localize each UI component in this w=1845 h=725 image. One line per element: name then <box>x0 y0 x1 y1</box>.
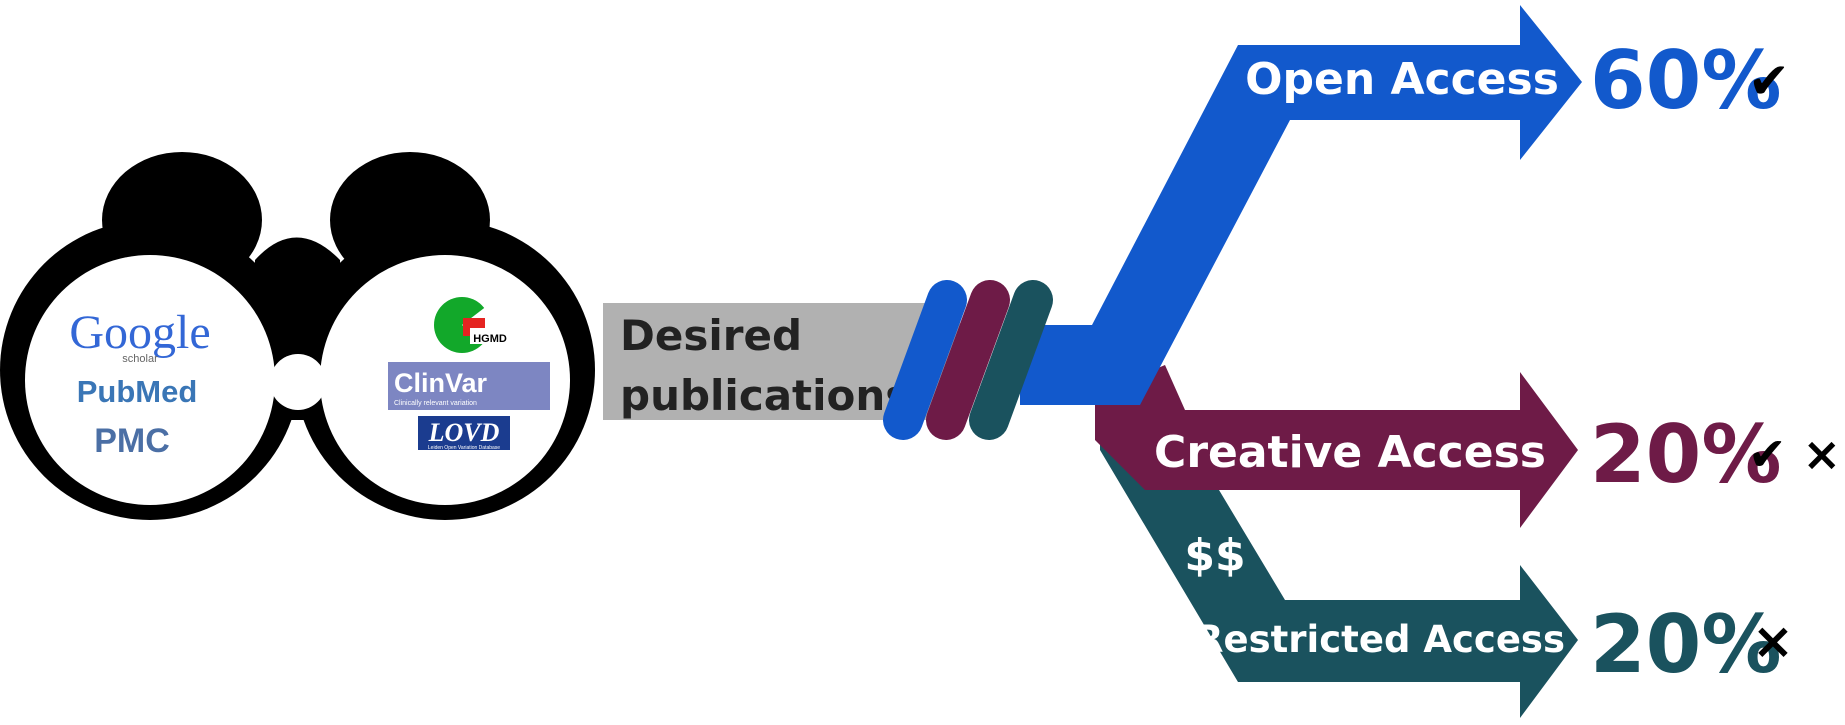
hgmd-logo-text: HGMD <box>473 333 507 345</box>
clinvar-logo: ClinVar Clinically relevant variation <box>388 362 550 410</box>
restricted-strand <box>969 280 1053 440</box>
lovd-logo-text: LOVD <box>428 418 500 447</box>
open-branch-arrow <box>1020 5 1582 405</box>
google-logo-text: Google <box>69 306 210 359</box>
clinvar-logo-text: ClinVar <box>394 368 488 398</box>
restricted-access-marks: × <box>1752 612 1794 670</box>
google-scholar-subtext: scholar <box>122 353 158 365</box>
open-access-percent: 60% <box>1590 34 1781 127</box>
open-access-marks: ✔ <box>1748 52 1790 110</box>
hgmd-logo: HGMD <box>434 297 512 353</box>
desired-line1: Desired <box>620 311 802 360</box>
cost-label: $$ <box>1184 530 1245 581</box>
open-strand <box>883 280 967 440</box>
creative-branch-arrow <box>1095 365 1578 528</box>
google-scholar-logo: Google scholar <box>69 306 210 365</box>
open-access-label: Open Access <box>1245 54 1559 105</box>
restricted-access-percent: 20% <box>1590 598 1781 691</box>
restricted-access-label: Restricted Access <box>1195 618 1565 661</box>
desired-line2: publications <box>620 371 910 420</box>
creative-strand <box>926 280 1010 440</box>
lovd-logo: LOVD Leiden Open Variation Database <box>418 416 510 451</box>
creative-access-marks: ✔ × <box>1748 427 1841 481</box>
lovd-subtext: Leiden Open Variation Database <box>428 445 500 451</box>
creative-access-percent: 20% <box>1590 408 1781 501</box>
restricted-branch-arrow <box>1100 400 1578 718</box>
pmc-logo: PMC <box>94 422 170 460</box>
creative-access-label: Creative Access <box>1154 427 1546 478</box>
clinvar-subtext: Clinically relevant variation <box>394 400 477 407</box>
pubmed-logo: PubMed <box>77 374 198 409</box>
